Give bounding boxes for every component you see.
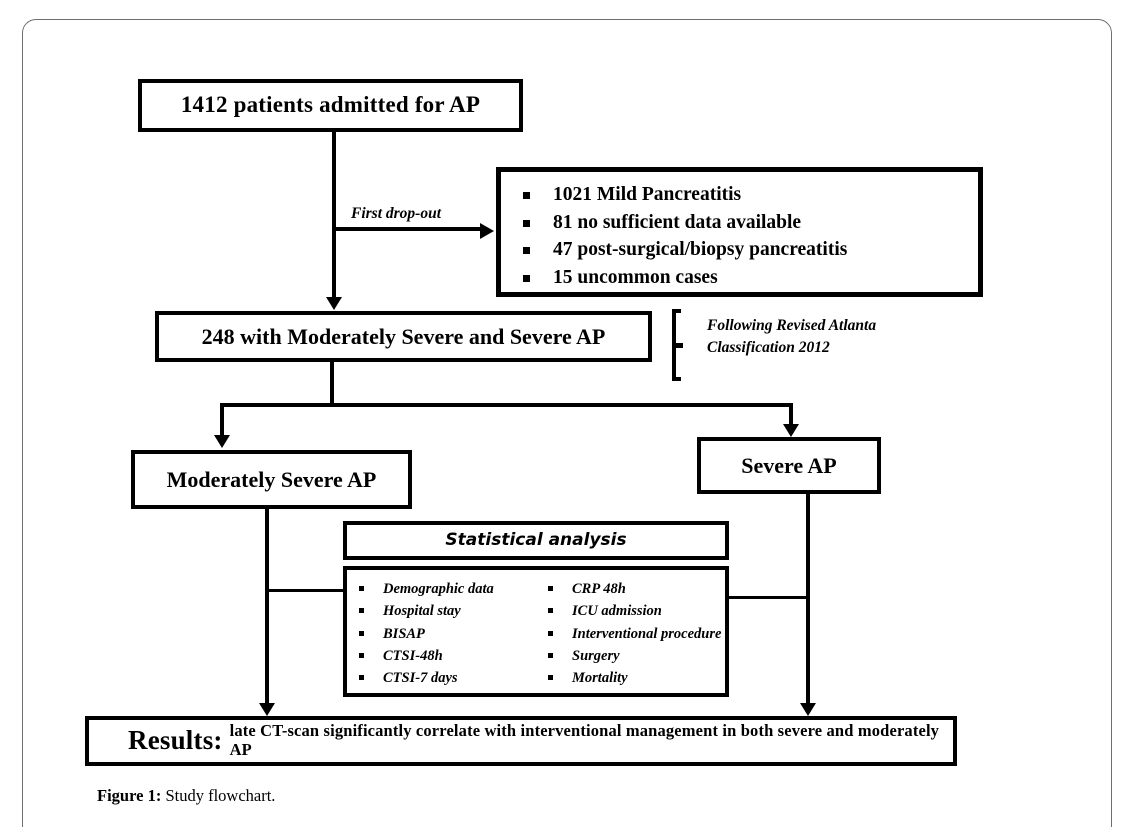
- connector-ms-to-results: [265, 509, 269, 705]
- list-item: ICU admission: [546, 600, 725, 622]
- connector-branch-left: [220, 403, 224, 436]
- results-text: late CT-scan significantly correlate wit…: [229, 721, 940, 759]
- dropout-reason-list: 1021 Mild Pancreatitis 81 no sufficient …: [515, 181, 978, 292]
- arrowhead-ms-to-results: [259, 703, 275, 716]
- list-item: 1021 Mild Pancreatitis: [515, 181, 978, 209]
- results-heading: Results:: [128, 725, 223, 756]
- atlanta-bracket-icon: [672, 309, 686, 381]
- node-results: Results: late CT-scan significantly corr…: [85, 716, 957, 766]
- stats-left-list: Demographic data Hospital stay BISAP CTS…: [357, 578, 536, 690]
- node-cohort-248-label: 248 with Moderately Severe and Severe AP: [201, 323, 606, 349]
- connector-first-dropout: [332, 227, 482, 231]
- label-atlanta-line1: Following Revised Atlanta: [707, 317, 877, 334]
- label-first-dropout: First drop-out: [351, 205, 442, 222]
- node-moderately-severe-ap: Moderately Severe AP: [131, 450, 412, 509]
- connector-sev-to-results: [806, 494, 810, 705]
- connector-admitted-to-cohort: [332, 132, 336, 298]
- node-severe-ap-label: Severe AP: [741, 452, 837, 478]
- page-frame-border: [22, 19, 1112, 827]
- node-severe-ap: Severe AP: [697, 437, 881, 494]
- list-item: Interventional procedure: [546, 623, 725, 645]
- list-item: Demographic data: [357, 578, 536, 600]
- node-statistical-analysis-header: Statistical analysis: [343, 521, 729, 560]
- figure-caption-label: Figure 1:: [97, 786, 162, 805]
- list-item: 47 post-surgical/biopsy pancreatitis: [515, 236, 978, 264]
- stats-column-right: CRP 48h ICU admission Interventional pro…: [536, 578, 725, 693]
- list-item: Mortality: [546, 667, 725, 689]
- stats-right-list: CRP 48h ICU admission Interventional pro…: [546, 578, 725, 690]
- list-item: Surgery: [546, 645, 725, 667]
- node-moderately-severe-ap-label: Moderately Severe AP: [166, 466, 377, 492]
- connector-cohort-stem: [330, 362, 334, 405]
- list-item: CTSI-7 days: [357, 667, 536, 689]
- connector-branch-right: [789, 403, 793, 425]
- connector-branch-bar: [220, 403, 793, 407]
- node-patients-admitted: 1412 patients admitted for AP: [138, 79, 523, 132]
- figure-caption-text: Study flowchart.: [165, 786, 276, 805]
- list-item: CTSI-48h: [357, 645, 536, 667]
- arrowhead-first-dropout: [480, 223, 494, 239]
- label-atlanta-classification: Following Revised Atlanta Classification…: [707, 315, 876, 360]
- node-patients-admitted-label: 1412 patients admitted for AP: [180, 92, 481, 118]
- list-item: BISAP: [357, 623, 536, 645]
- node-dropout-reasons: 1021 Mild Pancreatitis 81 no sufficient …: [496, 167, 983, 297]
- label-atlanta-line2: Classification 2012: [707, 339, 830, 357]
- list-item: 81 no sufficient data available: [515, 209, 978, 237]
- arrowhead-branch-right: [783, 424, 799, 437]
- list-item: Hospital stay: [357, 600, 536, 622]
- list-item: 15 uncommon cases: [515, 264, 978, 292]
- arrowhead-admitted-to-cohort: [326, 297, 342, 310]
- statistical-analysis-title: Statistical analysis: [445, 529, 627, 550]
- arrowhead-sev-to-results: [800, 703, 816, 716]
- connector-stats-left-stub: [265, 589, 345, 592]
- arrowhead-branch-left: [214, 435, 230, 448]
- connector-stats-right-stub: [727, 596, 807, 599]
- stats-column-left: Demographic data Hospital stay BISAP CTS…: [347, 578, 536, 693]
- node-statistical-analysis-variables: Demographic data Hospital stay BISAP CTS…: [343, 566, 729, 697]
- figure-caption: Figure 1: Study flowchart.: [97, 786, 275, 806]
- node-cohort-248: 248 with Moderately Severe and Severe AP: [155, 311, 652, 362]
- list-item: CRP 48h: [546, 578, 725, 600]
